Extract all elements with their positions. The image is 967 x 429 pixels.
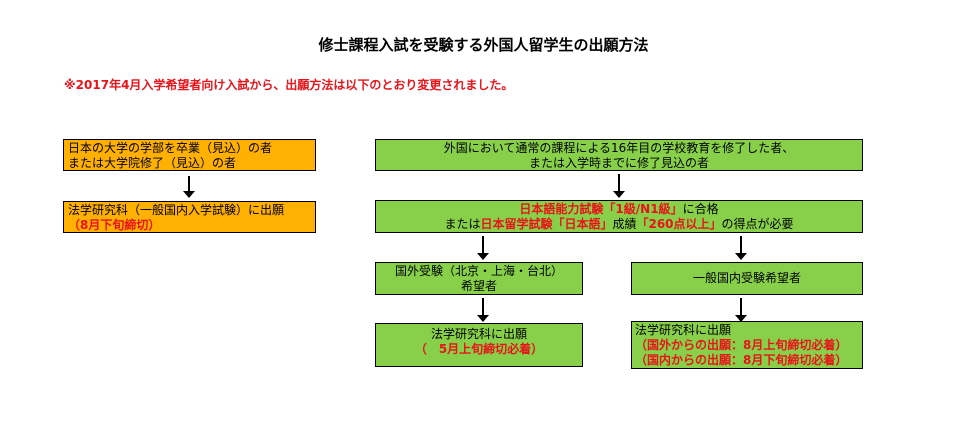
- requirement-needed-text: の得点が必要: [721, 217, 794, 231]
- box-exam-abroad: 国外受験（北京・上海・台北） 希望者: [375, 262, 583, 295]
- box-japan-graduates-line2: または大学院修了（見込）の者: [68, 156, 237, 170]
- box-foreign-education: 外国において通常の課程による16年目の学校教育を修了した者、 または入学時までに…: [375, 139, 863, 171]
- box-apply-domestic-deadline-abroad: （国外からの出願：8月上旬締切必着）: [635, 338, 848, 352]
- requirement-or-text: または: [444, 217, 481, 231]
- notice-text: ※2017年4月入学希望者向け入試から、出願方法は以下のとおり変更されました。: [64, 78, 514, 92]
- jlpt-requirement: 日本語能力試験「1級/N1級」: [519, 202, 683, 216]
- box-apply-general-domestic-deadline: （8月下旬締切）: [68, 218, 161, 232]
- box-foreign-education-line1: 外国において通常の課程による16年目の学校教育を修了した者、: [443, 141, 795, 155]
- box-apply-general-domestic-line1: 法学研究科（一般国内入学試験）に出願: [68, 203, 285, 217]
- arrow-down-icon: [735, 298, 747, 322]
- box-foreign-education-line2: または入学時までに修了見込の者: [528, 156, 709, 170]
- box-apply-domestic-line1: 法学研究科に出願: [635, 323, 732, 337]
- box-japan-graduates-line1: 日本の大学の学部を卒業（見込）の者: [68, 141, 273, 155]
- box-exam-abroad-line1: 国外受験（北京・上海・台北）: [394, 264, 563, 278]
- page-title: 修士課程入試を受験する外国人留学生の出願方法: [318, 36, 649, 54]
- arrow-down-icon: [735, 236, 747, 260]
- arrow-down-icon: [183, 176, 195, 198]
- requirement-pass-text: に合格: [682, 202, 719, 216]
- arrow-down-icon: [477, 236, 489, 260]
- requirement-line2: または日本留学試験「日本語」成績「260点以上」の得点が必要: [380, 217, 858, 232]
- box-exam-abroad-line2: 希望者: [460, 279, 497, 293]
- requirement-line1: 日本語能力試験「1級/N1級」に合格: [380, 202, 858, 217]
- box-apply-general-domestic: 法学研究科（一般国内入学試験）に出願 （8月下旬締切）: [63, 201, 316, 233]
- box-apply-abroad-deadline: （ 5月上旬締切必着）: [414, 342, 544, 356]
- eju-score-requirement: 「260点以上」: [636, 217, 722, 231]
- box-apply-abroad-line1: 法学研究科に出願: [430, 327, 527, 341]
- arrow-down-icon: [613, 174, 625, 198]
- box-apply-abroad: 法学研究科に出願 （ 5月上旬締切必着）: [375, 323, 583, 367]
- box-apply-domestic-deadline-domestic: （国内からの出願：8月下旬締切必着）: [635, 353, 848, 367]
- box-japan-graduates: 日本の大学の学部を卒業（見込）の者 または大学院修了（見込）の者: [63, 139, 316, 171]
- requirement-score-text: 成績: [612, 217, 637, 231]
- box-apply-domestic: 法学研究科に出願 （国外からの出願：8月上旬締切必着） （国内からの出願：8月下…: [631, 321, 863, 369]
- box-exam-domestic-line1: 一般国内受験希望者: [692, 271, 801, 285]
- arrow-down-icon: [477, 298, 489, 322]
- box-japanese-requirement: 日本語能力試験「1級/N1級」に合格 または日本留学試験「日本語」成績「260点…: [375, 200, 863, 233]
- box-exam-domestic: 一般国内受験希望者: [631, 262, 863, 295]
- eju-requirement: 日本留学試験「日本語」: [480, 217, 613, 231]
